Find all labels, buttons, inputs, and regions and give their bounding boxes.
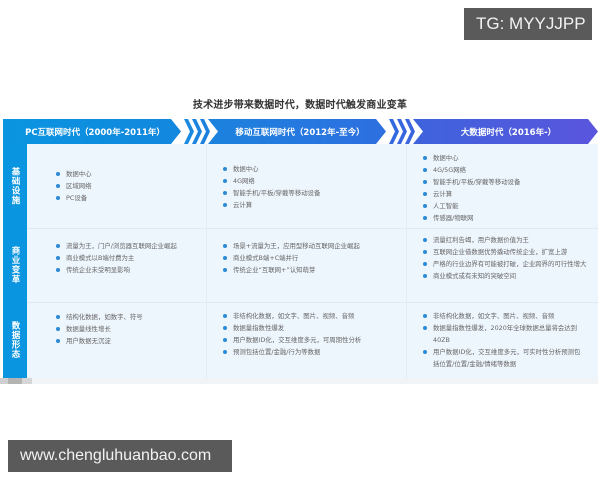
indicator-block bbox=[8, 378, 22, 384]
row-label-business: 商业变革 bbox=[3, 228, 27, 302]
list-item: 预测包括位置/金融/行为等数据 bbox=[223, 346, 405, 358]
chevron-icon bbox=[184, 119, 194, 144]
list-item: 商业模式B端+C端并行 bbox=[223, 252, 405, 264]
stage-mobile-internet: 移动互联网时代（2012年-至今） bbox=[208, 119, 386, 144]
list-item: 流量红利告竭，用户数据价值为王 bbox=[423, 234, 591, 246]
bottom-indicator bbox=[0, 378, 32, 384]
timeline-header: PC互联网时代（2000年-2011年） 移动互联网时代（2012年-至今） 大… bbox=[3, 119, 598, 144]
watermark-top: TG: MYYJJPP bbox=[464, 8, 592, 40]
list-item: 智能手机/平板/穿戴等移动设备 bbox=[223, 187, 403, 199]
list-item: 4G/5G网络 bbox=[423, 164, 593, 176]
list-item: 结构化数据，如数字、符号 bbox=[56, 311, 204, 323]
row-label-infrastructure: 基础设施 bbox=[3, 144, 27, 228]
cell-infra-bigdata: 数据中心 4G/5G网络 智能手机/平板/穿戴等移动设备 云计算 人工智能 传感… bbox=[423, 152, 593, 224]
list-item: 商业模式以B端付费为主 bbox=[56, 252, 204, 264]
list-item: 传感器/物联网 bbox=[423, 212, 593, 224]
list-item: 数据量指数性爆发，2020年全球数据总量将会达到40ZB bbox=[423, 322, 583, 346]
cell-business-pc: 流量为王，门户/浏览器互联网企业崛起 商业模式以B端付费为主 传统企业未受明显影… bbox=[56, 240, 204, 276]
stage-label: 大数据时代（2016年-） bbox=[460, 127, 557, 138]
list-item: 互联网企业借数据优势撬动传统企业，扩宽上游 bbox=[423, 246, 591, 258]
cell-data-pc: 结构化数据，如数字、符号 数据量线性增长 用户数据无沉淀 bbox=[56, 311, 204, 347]
list-item: 非结构化数据，如文字、图片、视频、音频 bbox=[423, 310, 583, 322]
comparison-table: 基础设施 商业变革 数据形态 数据中心 区域网络 PC设备 数据中心 4G网络 … bbox=[3, 144, 598, 378]
cell-infra-pc: 数据中心 区域网络 PC设备 bbox=[56, 168, 201, 204]
list-item: 非结构化数据，如文字、图片、视频、音频 bbox=[223, 310, 405, 322]
cell-business-mobile: 场景+流量为王，应用型移动互联网企业崛起 商业模式B端+C端并行 传统企业“互联… bbox=[223, 240, 405, 276]
list-item: 云计算 bbox=[423, 188, 593, 200]
list-item: 用户数据ID化，交互维度多元，可周期性分析 bbox=[223, 334, 405, 346]
list-item: 用户数据无沉淀 bbox=[56, 335, 204, 347]
list-item: 4G网络 bbox=[223, 175, 403, 187]
panel-shadow bbox=[32, 378, 598, 384]
list-item: 数据中心 bbox=[56, 168, 201, 180]
watermark-bottom: www.chengluhuanbao.com bbox=[8, 440, 232, 472]
list-item: 流量为王，门户/浏览器互联网企业崛起 bbox=[56, 240, 204, 252]
stage-label: PC互联网时代（2000年-2011年） bbox=[25, 127, 165, 138]
list-item: 商业模式或有未知的突破空间 bbox=[423, 270, 591, 282]
cell-infra-mobile: 数据中心 4G网络 智能手机/平板/穿戴等移动设备 云计算 bbox=[223, 163, 403, 211]
list-item: 数据量线性增长 bbox=[56, 323, 204, 335]
diagram-title: 技术进步带来数据时代，数据时代触发商业变革 bbox=[192, 100, 408, 111]
column-divider bbox=[206, 144, 207, 378]
stage-pc-internet: PC互联网时代（2000年-2011年） bbox=[3, 119, 181, 144]
stage-big-data: 大数据时代（2016年-） bbox=[413, 119, 598, 144]
list-item: PC设备 bbox=[56, 192, 201, 204]
row-label-data-form: 数据形态 bbox=[3, 302, 27, 378]
cell-data-mobile: 非结构化数据，如文字、图片、视频、音频 数据量指数性爆发 用户数据ID化，交互维… bbox=[223, 310, 405, 358]
indicator-block bbox=[22, 378, 32, 384]
list-item: 传统企业未受明显影响 bbox=[56, 264, 204, 276]
chevron-icon bbox=[389, 119, 399, 144]
row-divider bbox=[27, 228, 598, 229]
list-item: 区域网络 bbox=[56, 180, 201, 192]
cell-business-bigdata: 流量红利告竭，用户数据价值为王 互联网企业借数据优势撬动传统企业，扩宽上游 严格… bbox=[423, 234, 591, 282]
stage-label: 移动互联网时代（2012年-至今） bbox=[235, 127, 365, 138]
cell-data-bigdata: 非结构化数据，如文字、图片、视频、音频 数据量指数性爆发，2020年全球数据总量… bbox=[423, 310, 583, 370]
list-item: 数据中心 bbox=[423, 152, 593, 164]
list-item: 场景+流量为王，应用型移动互联网企业崛起 bbox=[223, 240, 405, 252]
list-item: 人工智能 bbox=[423, 200, 593, 212]
indicator-block bbox=[0, 378, 8, 384]
list-item: 严格的行业边界有可能被打破，企业跨界的可行性增大 bbox=[423, 258, 591, 270]
list-item: 传统企业“互联网+”认知萌芽 bbox=[223, 264, 405, 276]
column-divider bbox=[406, 144, 407, 378]
list-item: 云计算 bbox=[223, 199, 403, 211]
list-item: 用户数据ID化，交互维度多元，可实时性分析预测包括位置/位置/金融/情绪等数据 bbox=[423, 346, 583, 370]
list-item: 数据量指数性爆发 bbox=[223, 322, 405, 334]
list-item: 智能手机/平板/穿戴等移动设备 bbox=[423, 176, 593, 188]
list-item: 数据中心 bbox=[223, 163, 403, 175]
row-divider bbox=[27, 302, 598, 303]
